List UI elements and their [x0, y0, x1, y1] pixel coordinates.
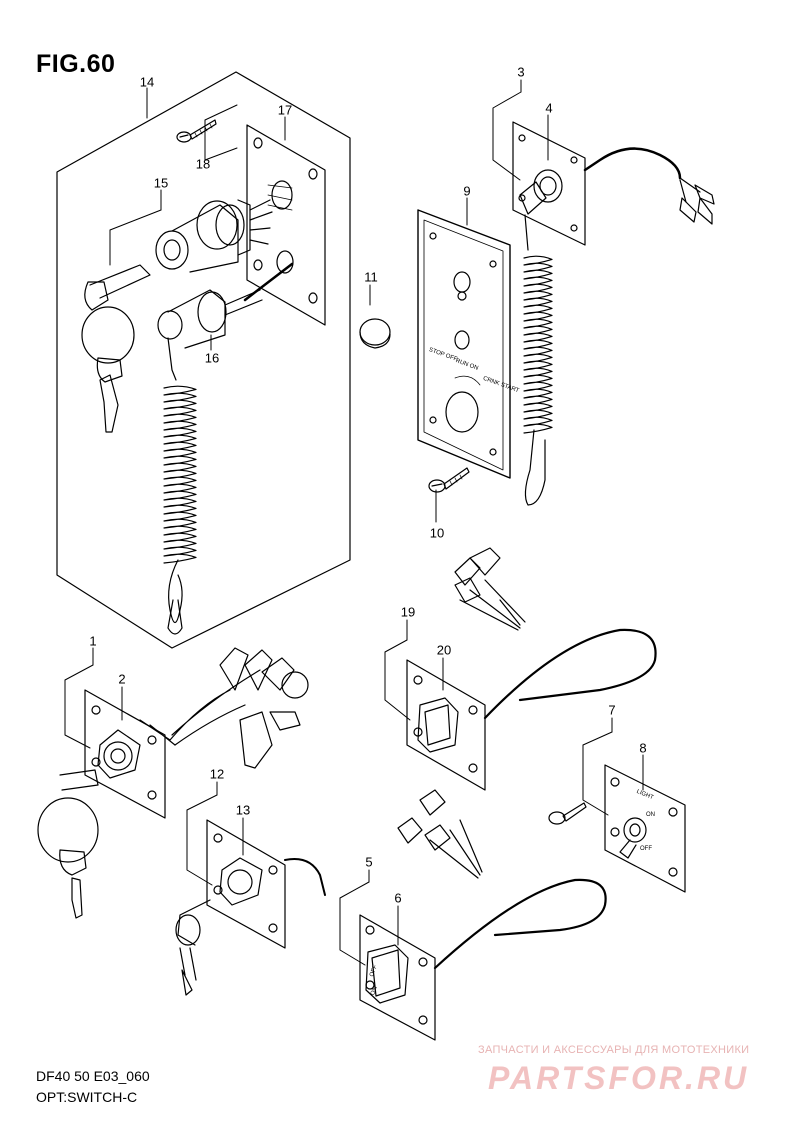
- rocker-switch-5-6: [359, 789, 607, 1041]
- callout-4: 4: [545, 100, 553, 116]
- main-switch-1-2: [37, 647, 309, 919]
- watermark-tagline: ЗАПЧАСТИ И АКСЕССУАРЫ ДЛЯ МОТОТЕХНИКИ: [478, 1044, 750, 1056]
- lanyard-coil-16: [163, 385, 197, 564]
- callout-10: 10: [429, 525, 445, 541]
- callout-5: 5: [365, 854, 373, 870]
- stop-switch-16: [157, 262, 294, 635]
- callout-7: 7: [608, 702, 616, 718]
- switch-panel-9: [417, 209, 511, 479]
- screw-10: [428, 467, 470, 493]
- light-switch-off-label: OFF: [640, 846, 652, 852]
- kit-outline-14: [56, 71, 351, 649]
- watermark-logo: PARTSFOR.RU: [488, 1060, 750, 1096]
- figure-title: FIG.60: [36, 50, 116, 78]
- lanyard-coil-4: [523, 255, 553, 434]
- light-switch-7-8: [548, 764, 686, 893]
- leader-lines: [92, 79, 644, 946]
- callout-16: 16: [204, 350, 220, 366]
- callout-6: 6: [394, 890, 402, 906]
- callout-15: 15: [153, 175, 169, 191]
- rocker-switch-19-20: [406, 547, 657, 791]
- mount-plate-17: [246, 124, 326, 326]
- callout-12: 12: [209, 766, 225, 782]
- diagram-code: DF40 50 E03_060: [36, 1068, 150, 1084]
- callout-2: 2: [118, 671, 126, 687]
- light-switch-on-label: ON: [646, 812, 655, 818]
- callout-13: 13: [235, 802, 251, 818]
- callout-11: 11: [364, 269, 378, 285]
- callout-17: 17: [277, 102, 293, 118]
- callout-brackets: [64, 91, 613, 966]
- callout-8: 8: [639, 740, 647, 756]
- callout-14: 14: [139, 74, 155, 90]
- plug-11: [359, 318, 391, 349]
- callout-20: 20: [436, 642, 452, 658]
- callout-19: 19: [400, 604, 416, 620]
- screw-18: [176, 119, 217, 143]
- key-switch-12-13: [175, 819, 326, 996]
- key-switch-15: [81, 199, 273, 433]
- callout-1: 1: [89, 633, 97, 649]
- callout-9: 9: [463, 183, 471, 199]
- callout-3: 3: [517, 64, 525, 80]
- stop-switch-assy-3-4: [512, 121, 715, 506]
- callout-18: 18: [195, 156, 211, 172]
- diagram-caption: OPT:SWITCH-C: [36, 1089, 138, 1105]
